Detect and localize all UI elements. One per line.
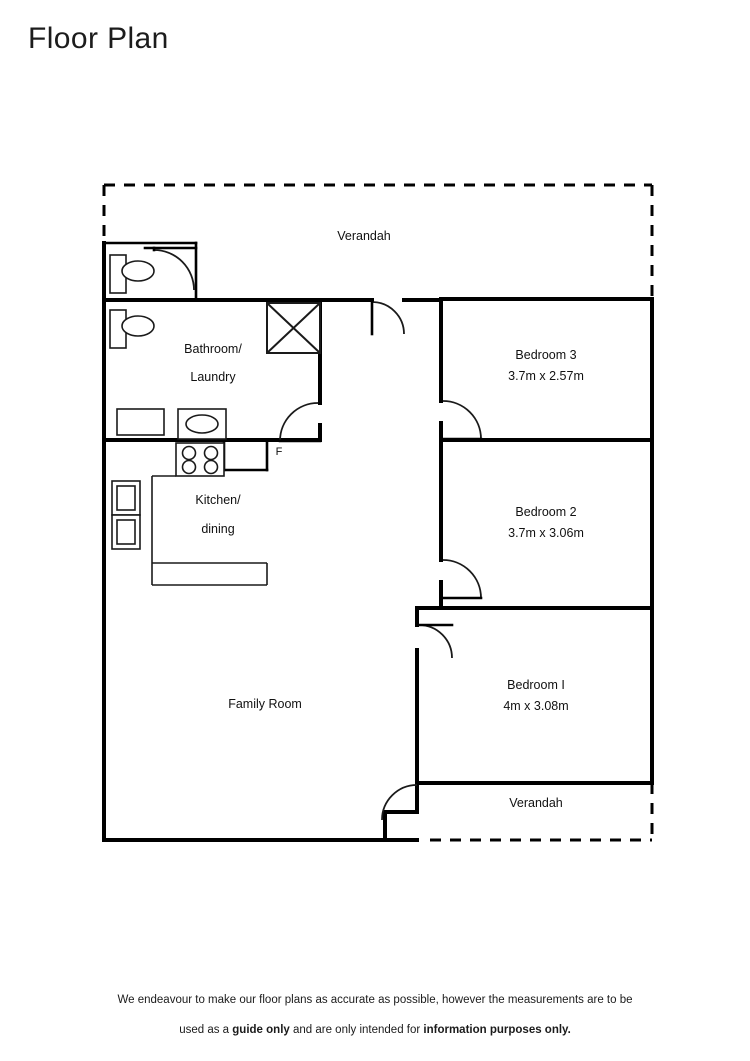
disclaimer-part-2: and are only intended for xyxy=(289,1024,424,1036)
door-arc-entry xyxy=(381,784,418,821)
room-label-family-room: Family Room xyxy=(228,697,302,711)
door-arc-bedroom-2 xyxy=(442,559,482,599)
basin-icon-2 xyxy=(121,315,155,337)
kitchen-appliances xyxy=(111,480,141,550)
exterior-walls xyxy=(102,241,654,842)
room-label-verandah-top: Verandah xyxy=(337,229,391,243)
room-label-kitchen-line1: Kitchen/ xyxy=(195,493,241,507)
room-label-bathroom-line2: Laundry xyxy=(190,370,236,384)
door-arc-toilet xyxy=(153,249,195,291)
bedroom-2-labels: Bedroom 2 3.7m x 3.06m xyxy=(508,505,584,540)
door-arc-hall xyxy=(371,301,405,335)
room-dims-bedroom-2: 3.7m x 3.06m xyxy=(508,526,584,540)
disclaimer-line-1: We endeavour to make our floor plans as … xyxy=(117,994,633,1006)
bathroom-laundry-room: Bathroom/ Laundry xyxy=(102,298,322,443)
page-title: Floor Plan xyxy=(28,22,169,55)
shower-icon xyxy=(266,302,321,354)
stove-icon xyxy=(175,442,225,477)
room-label-bedroom-1: Bedroom I xyxy=(507,678,565,692)
room-label-bedroom-3: Bedroom 3 xyxy=(515,348,576,362)
fridge-label: F xyxy=(276,446,283,458)
door-arc-bedroom-1 xyxy=(418,624,453,659)
disclaimer-footer: We endeavour to make our floor plans as … xyxy=(0,985,750,1045)
room-label-bedroom-2: Bedroom 2 xyxy=(515,505,576,519)
disclaimer-line-2: used as a guide only and are only intend… xyxy=(0,1015,750,1045)
verandah-bottom-outline xyxy=(430,783,654,842)
room-label-kitchen-line2: dining xyxy=(201,522,234,536)
kitchen-dining-room: F Kitchen/ dining xyxy=(111,441,283,586)
basin-icon xyxy=(121,260,155,282)
bedroom-doors xyxy=(381,400,483,821)
disclaimer-part-1: used as a xyxy=(179,1024,233,1036)
toilet-room xyxy=(102,241,198,302)
verandah-top-outline xyxy=(102,183,654,299)
room-dims-bedroom-3: 3.7m x 2.57m xyxy=(508,369,584,383)
hall-door xyxy=(370,298,405,336)
bedroom-wing-walls xyxy=(383,298,654,842)
door-arc-bedroom-3 xyxy=(442,400,482,440)
room-label-verandah-bottom: Verandah xyxy=(509,796,563,810)
room-dims-bedroom-1: 4m x 3.08m xyxy=(503,699,568,713)
bedroom-3-labels: Bedroom 3 3.7m x 2.57m xyxy=(508,348,584,383)
bedroom-1-labels: Bedroom I 4m x 3.08m xyxy=(503,678,568,713)
disclaimer-bold-information-purposes: information purposes only. xyxy=(423,1024,571,1036)
door-arc-bathroom xyxy=(279,402,319,442)
disclaimer-bold-guide-only: guide only xyxy=(232,1024,290,1036)
family-room: Family Room xyxy=(228,697,302,711)
room-label-bathroom-line1: Bathroom/ xyxy=(184,342,242,356)
laundry-bench xyxy=(116,408,165,436)
